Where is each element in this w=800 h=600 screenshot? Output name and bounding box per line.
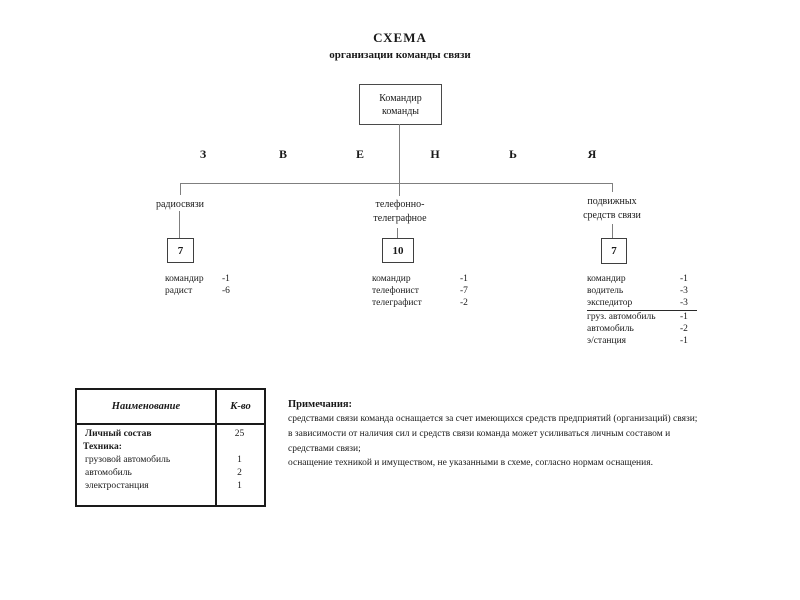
table-row: электростанция 1 <box>85 481 242 491</box>
summary-table: Наименование К-во Личный состав 25 Техни… <box>75 388 266 507</box>
staff-row: телеграфист -2 <box>372 298 468 309</box>
notes-heading: Примечания: <box>288 399 353 410</box>
org-root-box: Командир команды <box>359 84 442 125</box>
branch-label-mobile-means: подвижных средств связи <box>583 196 641 221</box>
table-row: автомобиль 2 <box>85 468 242 478</box>
staff-row: э/станция -1 <box>587 336 688 347</box>
table-body: Личный состав 25 Техника: грузовой автом… <box>77 428 264 493</box>
staff-row: командир -1 <box>587 274 688 284</box>
connector-left-drop <box>180 183 181 195</box>
count-box-mobile-means: 7 <box>601 238 627 264</box>
zvenya-letter-3: Е <box>355 147 365 161</box>
title-line2: организации команды связи <box>329 49 471 61</box>
connector-middle-box <box>397 228 398 238</box>
staff-row: автомобиль -2 <box>587 323 688 334</box>
staff-row: груз. автомобиль -1 <box>587 311 688 322</box>
connector-left-box <box>179 211 180 238</box>
connector-right-drop <box>612 183 613 192</box>
staff-row: командир -1 <box>372 274 468 284</box>
table-header-divider <box>77 423 264 425</box>
table-row: грузовой автомобиль 1 <box>85 455 242 465</box>
page-title: СХЕМА организации команды связи <box>250 30 550 61</box>
notes-line: оснащение техникой и имуществом, не указ… <box>288 458 653 469</box>
org-root-line1: Командир <box>379 92 422 104</box>
title-line1: СХЕМА <box>373 30 427 45</box>
table-header-name: Наименование <box>111 401 181 412</box>
table-column-divider <box>215 390 217 505</box>
staff-row: командир -1 <box>165 274 230 284</box>
notes-block: Примечания: средствами связи команда осн… <box>288 399 718 471</box>
staff-row: экспедитор -3 <box>587 297 697 311</box>
notes-line: средствами связи; <box>288 443 361 454</box>
org-root-line2: команды <box>381 105 420 117</box>
notes-line: в зависимости от наличия сил и средств с… <box>288 428 671 439</box>
count-box-radio: 7 <box>167 238 194 263</box>
staff-list-telephone-telegraph: командир -1 телефонист -7 телеграфист -2 <box>372 273 468 310</box>
zvenya-letter-1: З <box>199 147 207 161</box>
zvenya-letter-5: Ь <box>509 147 517 161</box>
staff-row: водитель -3 <box>587 286 688 297</box>
staff-list-mobile-means: командир -1 водитель -3 экспедитор -3 гр… <box>587 273 697 347</box>
table-row: Личный состав 25 <box>85 429 245 439</box>
staff-row: радист -6 <box>165 286 230 297</box>
connector-right-box <box>612 224 613 238</box>
zvenya-letter-4: Н <box>430 147 440 161</box>
connector-root-vertical <box>399 124 400 196</box>
notes-line: средствами связи команда оснащается за с… <box>288 414 698 424</box>
connector-horizontal <box>180 183 613 184</box>
count-box-telephone-telegraph: 10 <box>382 238 414 263</box>
branch-label-radio: радиосвязи <box>155 199 205 210</box>
zvenya-letter-2: В <box>278 147 288 161</box>
staff-list-radio: командир -1 радист -6 <box>165 273 230 297</box>
staff-row: телефонист -7 <box>372 286 468 297</box>
branch-label-telephone-telegraph: телефонно- телеграфное <box>373 199 427 224</box>
table-header-count: К-во <box>230 401 251 412</box>
zvenya-letter-6: Я <box>587 147 597 161</box>
table-row: Техника: <box>83 442 122 452</box>
